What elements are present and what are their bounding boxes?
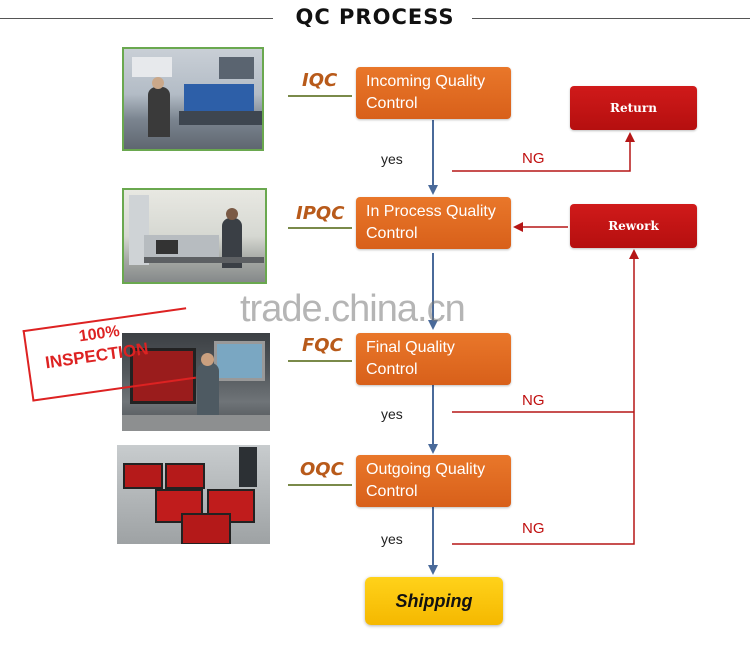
step-leader-iqc [288,95,352,97]
yes-label-iqc: yes [381,151,403,167]
step-box-outgoing-quality-control: Outgoing Quality Control [356,455,511,507]
photo-process-testing [122,188,267,284]
yes-label-fqc: yes [381,406,403,422]
header-rule-left [0,18,273,19]
step-box-incoming-quality-control: Incoming Quality Control [356,67,511,119]
step-code-iqc: IQC [302,70,338,91]
step-leader-fqc [288,360,352,362]
watermark: trade.china.cn [240,288,466,330]
ng-line-oqc-rework [452,249,639,545]
yes-label-oqc: yes [381,531,403,547]
rework-box: Rework [570,204,697,248]
ng-label-oqc: NG [522,520,545,537]
ng-line-iqc-return [452,132,635,172]
return-box: Return [570,86,697,130]
step-code-fqc: FQC [302,335,343,356]
page-title: QC PROCESS [295,5,455,29]
header-rule-right [472,18,750,19]
step-box-final-quality-control: Final Quality Control [356,333,511,385]
step-leader-ipqc [288,227,352,229]
ng-label-iqc: NG [522,150,545,167]
shipping-box: Shipping [365,577,503,625]
photo-incoming-inspection [122,47,264,151]
step-box-in-process-quality-control: In Process Quality Control [356,197,511,249]
photo-final-inspection [122,333,270,431]
ng-label-fqc: NG [522,392,545,409]
step-code-oqc: OQC [300,459,344,480]
step-code-ipqc: IPQC [296,203,345,224]
photo-outgoing-products [117,445,270,544]
step-leader-oqc [288,484,352,486]
